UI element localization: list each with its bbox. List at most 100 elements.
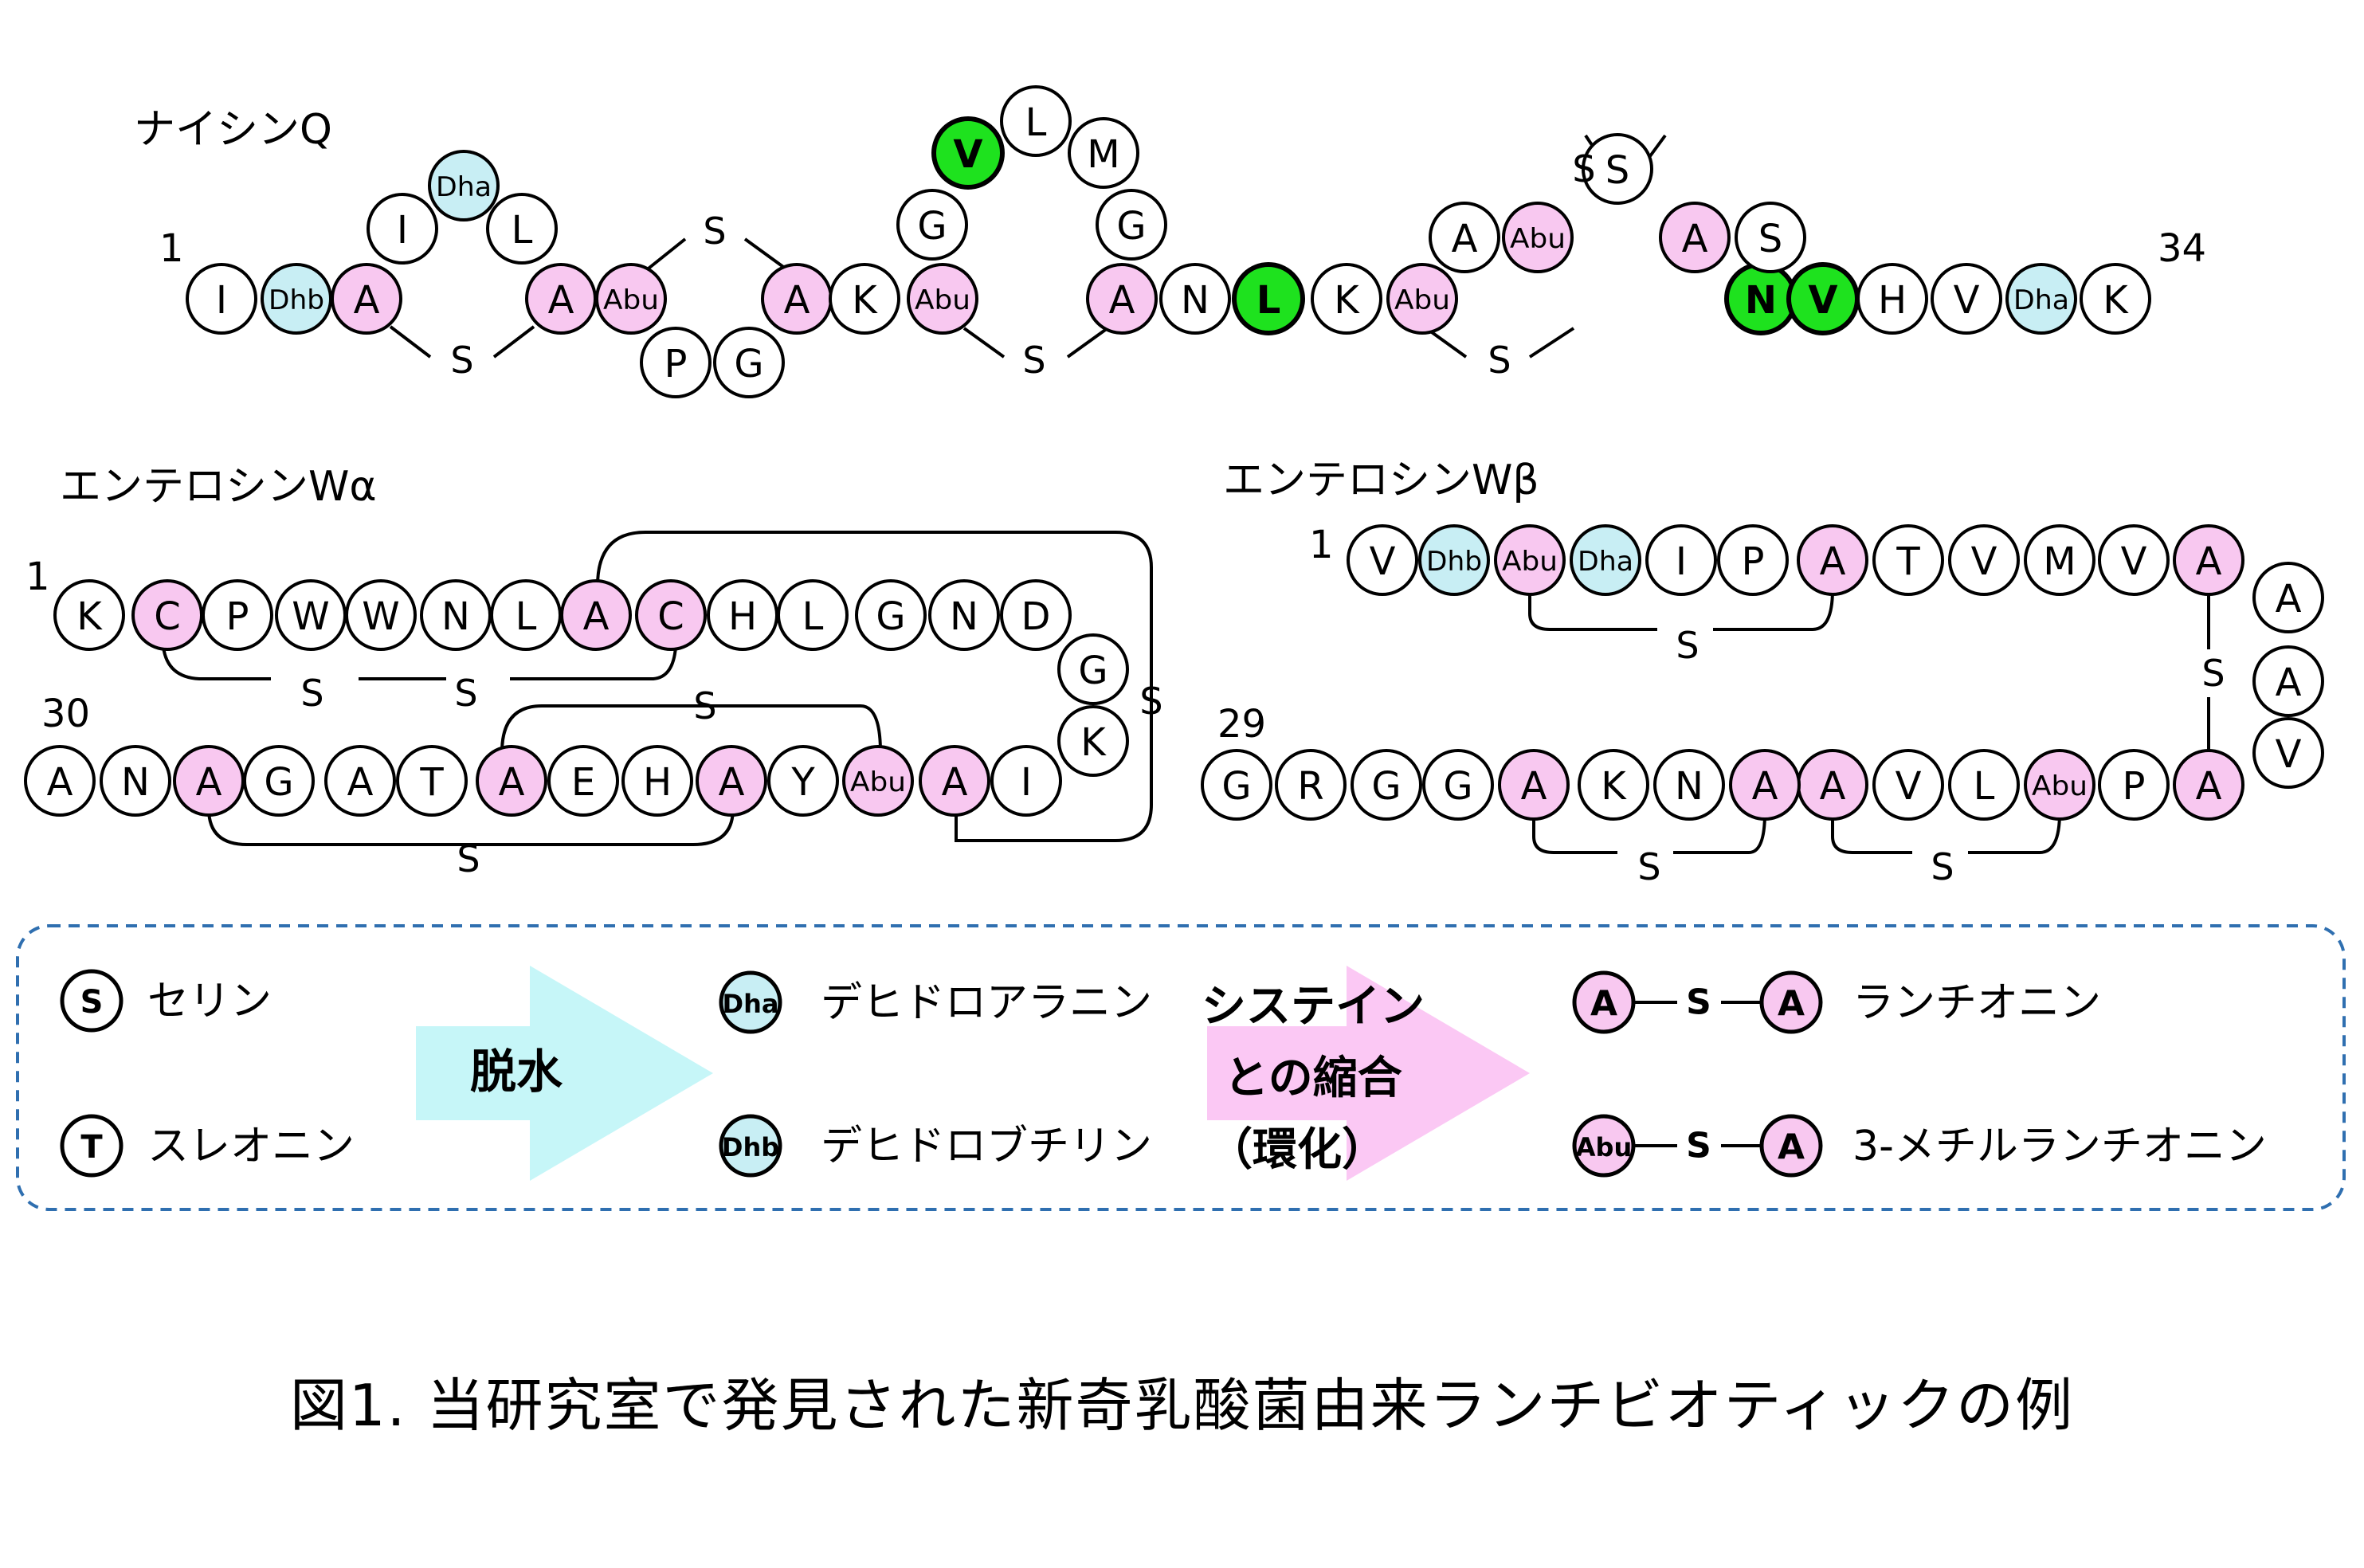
enterocin-wb-residue: V xyxy=(2098,524,2170,596)
nisin-q-residue: G xyxy=(896,189,968,261)
residue-label: G xyxy=(1371,764,1401,809)
enterocin-wa-residue: W xyxy=(275,579,347,651)
enterocin-wb-residue: L xyxy=(1948,749,2020,821)
bridge-line xyxy=(1831,812,2061,854)
bridge-sulfur-label: S xyxy=(1637,845,1660,888)
enterocin-wa-residue: D xyxy=(1000,579,1072,651)
residue-label: V xyxy=(2121,539,2147,584)
residue-circle xyxy=(1570,524,1641,596)
residue-circle xyxy=(1159,263,1231,335)
enterocin-wa-residue: N xyxy=(928,579,1000,651)
residue-label: K xyxy=(1601,764,1627,809)
residue-label: A xyxy=(1752,764,1778,809)
residue-circle xyxy=(186,263,257,335)
residue-circle xyxy=(1429,202,1500,273)
residue-circle xyxy=(1232,262,1305,335)
nisin-q-residue: I xyxy=(367,193,438,265)
enterocin-wb-residue: A xyxy=(2173,749,2244,821)
nisin-q-residue: A xyxy=(1659,202,1731,273)
nisin-q-residue: N xyxy=(1159,263,1231,335)
residue-label: E xyxy=(571,760,595,805)
enterocin-wb-residue: M xyxy=(2024,524,2095,596)
enterocin-wa-residue: A xyxy=(173,745,245,817)
residue-label: Abu xyxy=(603,284,659,316)
enterocin-wa-residue: A xyxy=(560,579,632,651)
residue-circle xyxy=(2080,263,2151,335)
residue-circle xyxy=(2005,263,2077,335)
residue-circle xyxy=(202,579,273,651)
bridge-line xyxy=(1425,327,1575,359)
residue-label: V xyxy=(953,132,982,177)
residue-label: Abu xyxy=(1502,546,1558,578)
residue-circle xyxy=(1000,85,1072,157)
residue-circle xyxy=(24,745,96,817)
thioether-bridges xyxy=(162,134,2210,854)
residue-circle xyxy=(1948,524,2020,596)
residue-label: D xyxy=(1021,594,1051,639)
residue-label: G xyxy=(917,204,947,249)
residue-label: Dha xyxy=(2013,284,2069,316)
enterocin-wb-residue: V xyxy=(1948,524,2020,596)
residue-label: N xyxy=(1745,278,1777,323)
nisin-q-residue: V xyxy=(931,116,1005,190)
enterocin-wa-residue: P xyxy=(202,579,273,651)
residue-label: A xyxy=(2276,661,2302,705)
nisin-q-residue: L xyxy=(1232,262,1305,335)
residue-circle xyxy=(1418,524,1490,596)
residue-circle xyxy=(621,745,693,817)
enterocin-wa-end-number: 30 xyxy=(41,692,90,736)
residue-label: A xyxy=(784,278,810,323)
residue-circle xyxy=(1057,705,1129,777)
residue-label: T xyxy=(1896,539,1920,584)
enterocin-wa-residue: A xyxy=(476,745,547,817)
enterocin-wb-residue: K xyxy=(1578,749,1649,821)
lan-label: ランチオニン xyxy=(1852,979,2101,1027)
residue-circle xyxy=(345,579,417,651)
bridge-line xyxy=(962,327,1109,359)
enterocin-wb-residue: V xyxy=(1872,749,1944,821)
bridge-sulfur-label: S xyxy=(1676,624,1699,667)
nisin-q-residue: G xyxy=(1096,189,1167,261)
residue-circle xyxy=(1086,263,1158,335)
residue-circle xyxy=(1068,117,1139,189)
enterocin-wa-residue: W xyxy=(345,579,417,651)
enterocin-wb-residue: A xyxy=(2252,645,2324,717)
nisin-q-residue: G xyxy=(713,327,785,398)
enterocin-wb-end-number: 29 xyxy=(1217,702,1266,747)
residue-circle xyxy=(53,579,125,651)
residue-label: M xyxy=(2043,539,2076,584)
enterocin-wb-residue: Dha xyxy=(1570,524,1641,596)
bridge-sulfur-label: S xyxy=(454,672,477,715)
dhb-symbol: Dhb xyxy=(722,1132,779,1162)
enterocin-wa-residue: N xyxy=(420,579,492,651)
residue-circle xyxy=(1872,524,1944,596)
enterocin-wb-residue: Abu xyxy=(1494,524,1566,596)
nisin-q-residue: N xyxy=(1724,262,1798,335)
bridge-line xyxy=(596,531,1153,842)
enterocin-wa-residue: A xyxy=(324,745,396,817)
nisin-q-residue: S xyxy=(1735,202,1806,273)
residue-label: H xyxy=(1878,278,1907,323)
legend-lanthionine: A S A ランチオニン xyxy=(1572,970,2101,1034)
melan-label: 3-メチルランチオニン xyxy=(1852,1123,2267,1170)
cyclization-arrow: システイン との縮合 （環化） xyxy=(1202,966,1530,1181)
bridge-sulfur-label: S xyxy=(457,837,480,880)
lan-left-symbol: A xyxy=(1590,984,1617,1025)
residue-label: A xyxy=(1682,217,1708,261)
nisin-q-residue: A xyxy=(1086,263,1158,335)
residue-label: N xyxy=(950,594,978,639)
residue-label: I xyxy=(1021,760,1032,805)
bridge-sulfur-label: S xyxy=(300,672,323,715)
residue-label: A xyxy=(2276,577,2302,621)
residue-circle xyxy=(842,745,914,817)
residue-circle xyxy=(855,579,927,651)
residue-label: L xyxy=(1256,278,1281,323)
residue-circle xyxy=(595,263,667,335)
dehydration-arrow: 脱水 xyxy=(416,966,713,1181)
residue-circle xyxy=(2252,717,2324,789)
nisin-q-residue: P xyxy=(640,327,712,398)
residue-circle xyxy=(2173,524,2244,596)
